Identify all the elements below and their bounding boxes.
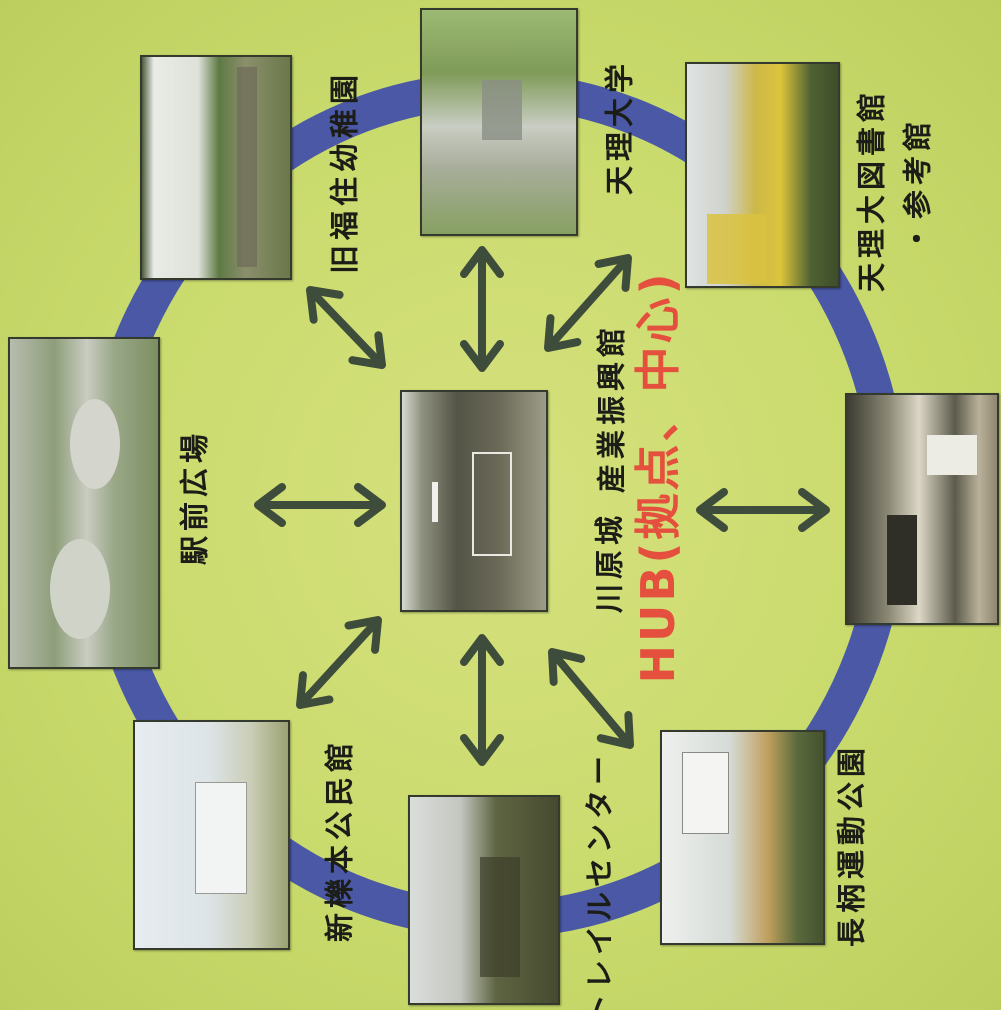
arrow-to-library-shaft <box>545 256 631 350</box>
arrow-to-trail-center <box>460 634 504 766</box>
station-plaza-photo <box>8 337 160 669</box>
building-wall <box>482 80 522 140</box>
park-building <box>682 752 729 834</box>
building-roof <box>237 67 257 267</box>
arrow-to-station-plaza <box>254 483 386 527</box>
arrow-to-community-hall <box>296 616 382 709</box>
hall-building <box>195 782 247 894</box>
arrow-to-nagara-park-head-start <box>548 648 586 686</box>
arrow-to-shop-head-end <box>798 488 830 532</box>
arrow-to-shop-head-start <box>696 488 728 532</box>
arrow-to-university-head-start <box>460 340 504 372</box>
arrow-to-nagara-park-shaft <box>549 650 633 747</box>
arrow-to-nagara-park-head-end <box>596 711 634 749</box>
arrow-to-community-hall-head-start <box>344 616 382 654</box>
library-label-line1: 天理大図書館 <box>854 87 889 293</box>
arrow-to-station-plaza-head-end <box>254 483 286 527</box>
arrow-to-trail-center-head-start <box>460 634 504 666</box>
arrow-to-library <box>544 254 632 352</box>
kindergarten-label: 旧福住幼稚園 <box>327 69 362 275</box>
nagara-park-photo <box>660 730 825 945</box>
plaza-lawn <box>50 539 110 639</box>
arrow-to-kindergarten-head-start <box>348 331 386 369</box>
hub-place-label: 川原城 <box>592 510 627 614</box>
entrance-frame <box>472 452 512 556</box>
station-plaza-label: 駅前広場 <box>177 428 212 566</box>
hub-caption: HUB(拠点、中心) <box>631 270 685 684</box>
shop-interior-photo <box>845 393 999 625</box>
shelf-item <box>927 435 977 475</box>
shelf-frame <box>887 515 917 605</box>
ginkgo-tree <box>707 214 767 284</box>
arrow-to-nagara-park <box>548 648 634 749</box>
arrow-to-kindergarten-head-end <box>306 286 344 324</box>
arrow-to-shop <box>696 488 830 532</box>
trail-center-photo <box>408 795 560 1005</box>
arrow-to-trail-center-head-end <box>460 734 504 766</box>
plaza-lawn <box>70 399 120 489</box>
industry-promotion-hall-photo <box>400 390 548 612</box>
arrow-to-station-plaza-head-start <box>354 483 386 527</box>
arrow-to-library-head-end <box>594 254 632 292</box>
arrow-to-community-hall-shaft <box>298 618 380 707</box>
university-label: 天理大学 <box>602 58 637 196</box>
arrow-to-university <box>460 246 504 372</box>
community-hall-label: 新櫟本公民館 <box>322 737 357 943</box>
arrow-to-community-hall-head-end <box>296 671 334 709</box>
window-mark <box>432 482 438 522</box>
arrow-to-university-head-end <box>460 246 504 278</box>
trail-center-label: トレイルセンター <box>582 750 617 1010</box>
university-photo <box>420 8 578 236</box>
trail-center-building <box>480 857 520 977</box>
community-hall-photo <box>133 720 290 950</box>
library-label-line2: ・参考館 <box>900 116 935 254</box>
library-photo <box>685 62 840 288</box>
nagara-park-label: 長柄運動公園 <box>834 742 869 948</box>
arrow-to-kindergarten-shaft <box>308 288 384 367</box>
hub-facility-label: 産業振興館 <box>594 322 629 494</box>
kindergarten-photo <box>140 55 292 280</box>
arrow-to-library-head-start <box>544 314 582 352</box>
arrow-to-kindergarten <box>306 286 386 369</box>
